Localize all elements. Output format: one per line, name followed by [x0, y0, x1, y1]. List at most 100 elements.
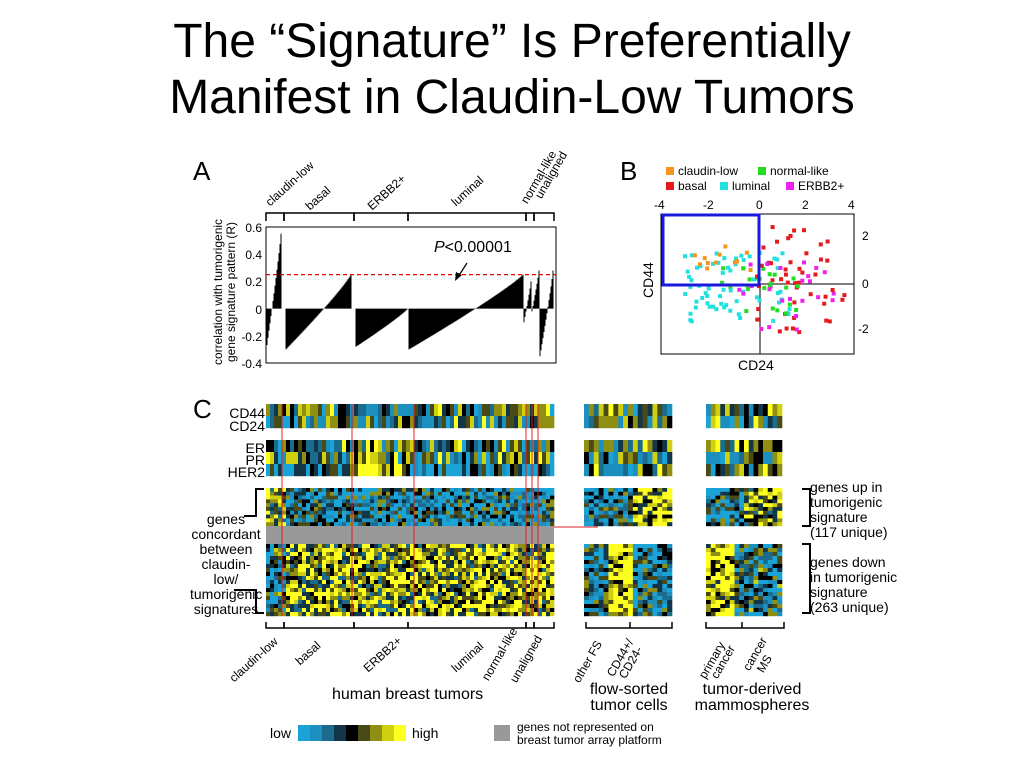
heatmap-cell [758, 495, 764, 500]
heatmap-cell [454, 588, 459, 593]
heatmap-cell [330, 488, 335, 492]
heatmap-cell [446, 507, 451, 511]
heatmap-cell [358, 503, 363, 508]
heatmap-cell [474, 544, 479, 549]
heatmap-signature-genes [266, 488, 783, 617]
heatmap-cell [662, 576, 668, 581]
heatmap-cell [474, 584, 479, 589]
scatter-point [775, 308, 780, 313]
scatter-point [819, 257, 823, 262]
heatmap-cell [382, 499, 387, 504]
heatmap-cell [466, 612, 471, 617]
heatmap-cell [777, 452, 783, 465]
heatmap-cell [657, 552, 663, 557]
heatmap-cell [526, 503, 531, 508]
heatmap-cell [362, 499, 367, 504]
heatmap-cell [310, 592, 315, 597]
heatmap-cell [370, 503, 375, 508]
heatmap-cell [314, 592, 319, 597]
heatmap-cell [354, 560, 359, 565]
panel-b-ytick: 2 [862, 229, 869, 243]
heatmap-cell [510, 576, 515, 581]
heatmap-cell [494, 588, 499, 593]
heatmap-cell [744, 556, 750, 561]
heatmap-cell [298, 580, 303, 585]
heatmap-cell [720, 464, 726, 477]
heatmap-cell [486, 522, 491, 527]
heatmap-cell [354, 572, 359, 577]
heatmap-cell [510, 600, 515, 605]
heatmap-cell [414, 404, 419, 417]
heatmap-cell [486, 608, 491, 613]
heatmap-cell [667, 564, 673, 569]
heatmap-cell [715, 560, 721, 565]
heatmap-cell [402, 600, 407, 605]
heatmap-cell [478, 552, 483, 557]
heatmap-cell [386, 568, 391, 573]
heatmap-cell [270, 612, 275, 617]
scatter-point [732, 260, 737, 265]
heatmap-cell [354, 507, 359, 511]
heatmap-cell [588, 507, 595, 511]
heatmap-cell [378, 499, 383, 504]
scatter-point [797, 330, 802, 335]
heatmap-cell [414, 572, 419, 577]
heatmap-cell [608, 488, 614, 492]
heatmap-cell [478, 503, 483, 508]
heatmap-cell [593, 552, 599, 557]
heatmap-cell [450, 584, 455, 589]
heatmap-cell [498, 588, 503, 593]
heatmap-cell [274, 596, 279, 601]
heatmap-cell [734, 608, 740, 613]
heatmap-cell [550, 491, 555, 496]
heatmap-cell [426, 596, 431, 601]
heatmap-cell [518, 556, 523, 561]
heatmap-cell [422, 572, 427, 577]
heatmap-cell [494, 495, 499, 500]
heatmap-cell [426, 499, 431, 504]
heatmap-cell [326, 592, 331, 597]
heatmap-cell [608, 452, 614, 465]
heatmap-cell [406, 503, 411, 508]
heatmap-cell [322, 592, 327, 597]
heatmap-cell [310, 503, 315, 508]
heatmap-cell [374, 552, 379, 557]
heatmap-cell [628, 564, 634, 569]
heatmap-cell [618, 572, 624, 577]
heatmap-cell [470, 522, 475, 527]
heatmap-cell [753, 612, 759, 617]
heatmap-cell [710, 584, 716, 589]
heatmap-cell [618, 612, 624, 617]
heatmap-cell [302, 576, 307, 581]
heatmap-cell [274, 514, 279, 519]
heatmap-cell [526, 596, 531, 601]
heatmap-cell [430, 507, 435, 511]
heatmap-cell [414, 499, 419, 504]
heatmap-cell [406, 464, 411, 477]
heatmap-cell [358, 507, 363, 511]
heatmap-cell [290, 544, 295, 549]
heatmap-cell [366, 514, 371, 519]
heatmap-cell [542, 556, 547, 561]
heatmap-cell [729, 499, 735, 504]
heatmap-cell [538, 464, 543, 477]
heatmap-cell [286, 596, 291, 601]
heatmap-cell [410, 584, 415, 589]
heatmap-cell [482, 592, 487, 597]
heatmap-cell [430, 552, 435, 557]
heatmap-cell [506, 495, 511, 500]
heatmap-cell [510, 503, 515, 508]
heatmap-cell [498, 564, 503, 569]
heatmap-cell [753, 608, 759, 613]
heatmap-cell [482, 612, 487, 617]
scatter-point [688, 311, 693, 316]
heatmap-cell [662, 514, 668, 519]
heatmap-cell [418, 552, 423, 557]
heatmap-cell [725, 568, 731, 573]
heatmap-cell [514, 568, 519, 573]
heatmap-cell [502, 491, 507, 496]
heatmap-cell [338, 608, 343, 613]
heatmap-cell [522, 514, 527, 519]
heatmap-cell [354, 416, 359, 429]
heatmap-cell [632, 548, 639, 553]
